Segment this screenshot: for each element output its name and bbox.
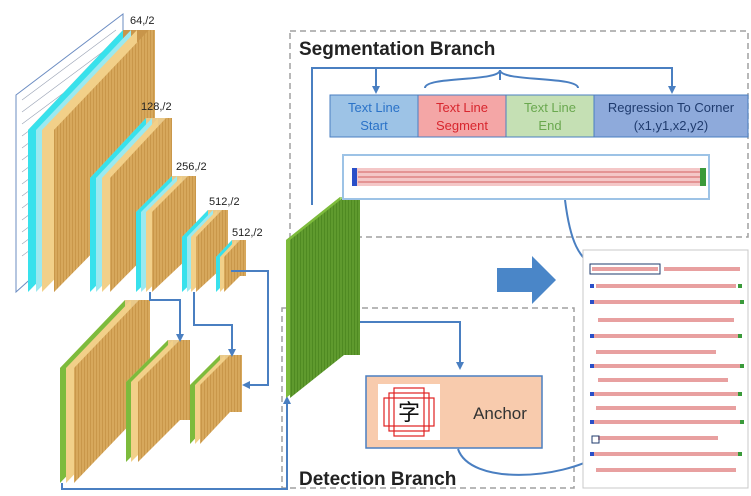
segmentation-branch-title: Segmentation Branch bbox=[299, 39, 495, 60]
head-regression-to-corner: Regression To Corner (x1,y1,x2,y2) bbox=[593, 94, 749, 138]
decoder-layer-1 bbox=[60, 300, 150, 483]
encoder-layer-4 bbox=[182, 210, 228, 292]
head-text-line-start: Text Line Start bbox=[329, 94, 419, 138]
head-text-line-end: Text Line End bbox=[505, 94, 595, 138]
output-arrow bbox=[497, 256, 556, 304]
output-document bbox=[582, 249, 749, 489]
anchor-character: 字 bbox=[398, 400, 420, 425]
encoder-layer-3 bbox=[136, 176, 196, 292]
encoder-layer-1 bbox=[28, 30, 155, 292]
encoder-layer-2-label: 128,/2 bbox=[141, 101, 172, 113]
encoder-layer-5 bbox=[216, 240, 246, 292]
encoder-layer-4-label: 512,/2 bbox=[209, 196, 240, 208]
encoder-layer-5-label: 512,/2 bbox=[232, 227, 263, 239]
encoder-layer-1-label: 64,/2 bbox=[130, 15, 154, 27]
detection-branch-title: Detection Branch bbox=[299, 469, 456, 490]
decoder-layer-3 bbox=[190, 355, 242, 444]
segmentation-output-strip bbox=[342, 154, 710, 200]
svg-text:Text Line: Text Line bbox=[524, 100, 576, 115]
anchor-box: 字 Anchor bbox=[365, 375, 543, 449]
svg-text:Regression To Corner: Regression To Corner bbox=[608, 100, 735, 115]
fused-feature-map bbox=[286, 197, 360, 398]
svg-text:(x1,y1,x2,y2): (x1,y1,x2,y2) bbox=[634, 118, 708, 133]
detection-branch-frame bbox=[281, 307, 575, 489]
encoder-layer-3-label: 256,/2 bbox=[176, 161, 207, 173]
decoder-layer-2 bbox=[126, 340, 190, 462]
svg-text:Text Line: Text Line bbox=[348, 100, 400, 115]
svg-text:Start: Start bbox=[360, 118, 388, 133]
svg-text:End: End bbox=[538, 118, 561, 133]
svg-text:Text Line: Text Line bbox=[436, 100, 488, 115]
anchor-label: Anchor bbox=[473, 404, 527, 423]
head-text-line-segment: Text Line Segment bbox=[417, 94, 507, 138]
svg-text:Segment: Segment bbox=[436, 118, 488, 133]
